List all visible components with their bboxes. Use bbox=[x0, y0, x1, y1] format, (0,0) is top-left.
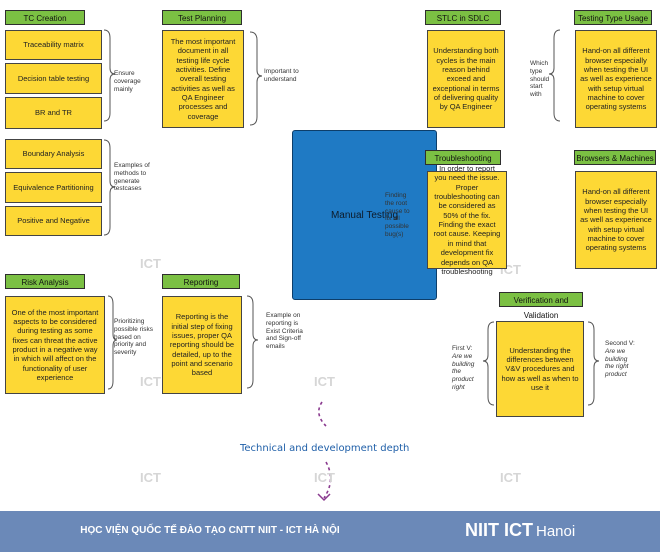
brace-vv-right bbox=[587, 321, 600, 406]
vv-header: Verification and Validation bbox=[499, 292, 583, 320]
depth-axis-label: Technical and development depth bbox=[240, 443, 410, 454]
tc-creation-header: TC Creation bbox=[5, 10, 85, 25]
niit-logo: NIIT ICT bbox=[465, 520, 533, 540]
troubleshooting-note: Finding the root cause to fix all possib… bbox=[385, 192, 410, 238]
brace-stlc bbox=[548, 29, 561, 122]
watermark: ICT bbox=[140, 470, 161, 485]
reporting-box: Reporting is the initial step of fixing … bbox=[162, 296, 242, 394]
brace-vv-left bbox=[482, 321, 495, 406]
tc-creation-item: Decision table testing bbox=[5, 63, 102, 94]
vv-left-note: First V: Are we building the product rig… bbox=[452, 345, 482, 392]
technique-item: Equivalence Partitioning bbox=[5, 172, 102, 203]
arrow-head-icon bbox=[317, 493, 331, 502]
stlc-header: STLC in SDLC bbox=[425, 10, 501, 25]
tc-creation-note: Ensure coverage mainly bbox=[114, 70, 141, 93]
test-planning-header: Test Planning bbox=[162, 10, 242, 25]
test-planning-box: The most important document in all testi… bbox=[162, 30, 244, 128]
browsers-header: Browsers & Machines bbox=[574, 150, 656, 165]
logo-city: Hanoi bbox=[536, 523, 576, 540]
vv-box: Understanding the differences between V&… bbox=[496, 321, 584, 417]
testing-type-box: Hand-on all different browser especially… bbox=[575, 30, 657, 128]
vv-right-note-text: Are we building the right product bbox=[605, 347, 629, 379]
brace-risk bbox=[107, 295, 118, 390]
depth-arrow-top bbox=[318, 401, 327, 427]
reporting-note: Example on reporting is Exist Criteria a… bbox=[266, 312, 303, 351]
brace-tc-creation bbox=[103, 29, 116, 122]
risk-analysis-box: One of the most important aspects to be … bbox=[5, 296, 105, 394]
brace-test-planning bbox=[249, 31, 263, 126]
brace-techniques bbox=[103, 139, 116, 236]
technique-item: Positive and Negative bbox=[5, 206, 102, 236]
browsers-box: Hand-on all different browser especially… bbox=[575, 171, 657, 269]
stlc-box: Understanding both cycles is the main re… bbox=[427, 30, 505, 128]
watermark: ICT bbox=[140, 256, 161, 271]
watermark: ICT bbox=[314, 470, 335, 485]
technique-item: Boundary Analysis bbox=[5, 139, 102, 169]
risk-analysis-header: Risk Analysis bbox=[5, 274, 85, 289]
manual-testing-node: Manual Testing bbox=[292, 130, 437, 300]
center-label: Manual Testing bbox=[330, 209, 399, 221]
vv-left-note-text: Are we building the product right bbox=[452, 352, 475, 391]
vv-right-note-title: Second V: bbox=[605, 340, 635, 347]
techniques-note: Examples of methods to generate testcase… bbox=[114, 162, 150, 193]
troubleshooting-box: In order to report you need the issue. P… bbox=[427, 164, 507, 276]
footer-bar: HỌC VIỆN QUỐC TẾ ĐÀO TẠO CNTT NIIT - ICT… bbox=[0, 511, 660, 552]
watermark: ICT bbox=[314, 374, 335, 389]
testing-type-header: Testing Type Usage bbox=[574, 10, 652, 25]
troubleshooting-header: Troubleshooting bbox=[425, 150, 501, 165]
tc-creation-item: Traceability matrix bbox=[5, 30, 102, 60]
tc-creation-item: BR and TR bbox=[5, 97, 102, 129]
watermark: ICT bbox=[500, 470, 521, 485]
risk-analysis-note: Prioritizing possible risks based on pri… bbox=[114, 318, 154, 357]
brace-reporting bbox=[246, 295, 259, 389]
test-planning-note: Important to understand bbox=[264, 68, 299, 83]
stlc-note: Which type should start with bbox=[530, 60, 550, 99]
vv-right-note: Second V: Are we building the right prod… bbox=[605, 340, 637, 379]
depth-arrow-bottom bbox=[323, 461, 332, 499]
vv-left-note-title: First V: bbox=[452, 345, 473, 352]
watermark: ICT bbox=[140, 374, 161, 389]
footer-title: HỌC VIỆN QUỐC TẾ ĐÀO TẠO CNTT NIIT - ICT… bbox=[80, 525, 340, 536]
reporting-header: Reporting bbox=[162, 274, 240, 289]
